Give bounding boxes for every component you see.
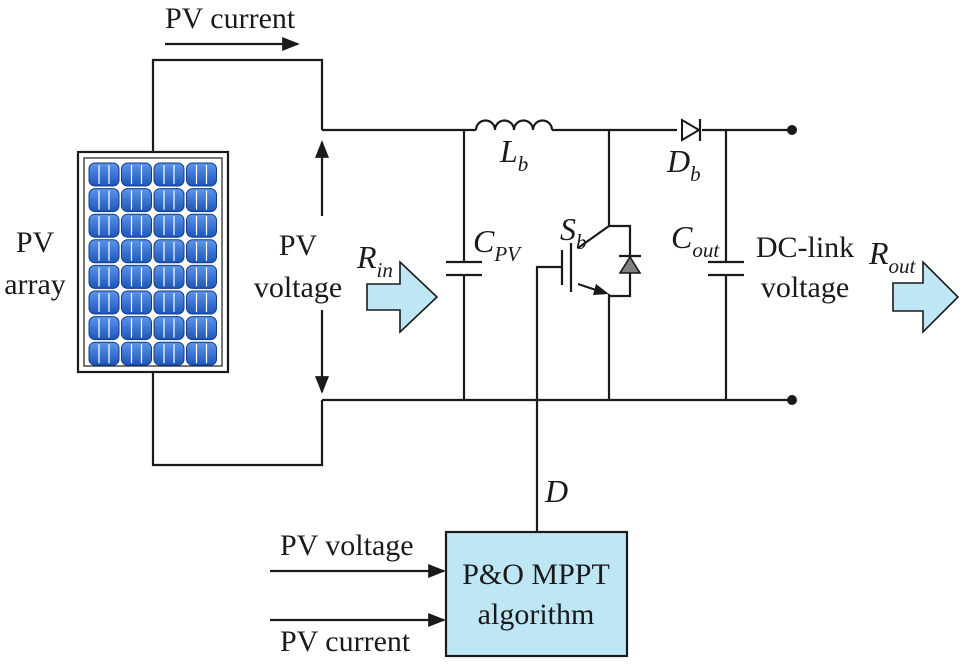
pv-array-label: PV array [4, 226, 66, 301]
inductor-label: Lb [499, 133, 528, 176]
pv-array-label-line2: array [4, 268, 66, 301]
mppt-label-line1: P&O MPPT [462, 558, 610, 591]
dc-link-label-line1: DC-link [756, 231, 854, 264]
dc-link-label-line2: voltage [761, 271, 849, 304]
diode-db: Db [666, 118, 702, 186]
diode-triangle [681, 118, 701, 142]
switch-label: Sb [560, 211, 587, 254]
r-in-symbol-sub: in [377, 258, 393, 282]
mppt-inputs: PV voltage PV current [270, 529, 446, 658]
switch-collector-diag [577, 225, 610, 249]
cout-label-sub: out [692, 238, 720, 262]
panel-cell [121, 213, 152, 238]
mppt-input-current-label: PV current [280, 625, 411, 658]
panel-cell [186, 264, 217, 289]
panel-cell [121, 316, 152, 341]
r-in-indicator: Rin [356, 239, 439, 334]
panel-cell [153, 341, 185, 366]
mppt-box [444, 530, 629, 658]
antiparallel-diode-triangle [618, 255, 642, 274]
pv-bottom-loop-wire [151, 372, 324, 467]
panel-cell [186, 316, 217, 341]
panel-cell [186, 188, 217, 213]
panel-cell [186, 239, 217, 264]
switch-gate-wire [535, 265, 562, 400]
panel-cell [88, 213, 120, 238]
r-out-indicator: Rout [868, 235, 960, 334]
inductor-label-main: L [499, 133, 518, 169]
mppt-label-line2: algorithm [478, 598, 595, 631]
capacitor-cpv: CPV [446, 130, 522, 400]
panel-cell [186, 162, 217, 187]
pv-voltage-indicator: PV voltage [254, 140, 342, 394]
panel-cell [121, 188, 152, 213]
switch-sb: Sb [535, 130, 642, 400]
panel-cell [88, 341, 120, 366]
panel-cell [121, 290, 152, 315]
top-rail [322, 125, 797, 135]
cout-label: Cout [671, 219, 720, 262]
panel-cell [88, 264, 120, 289]
inductor-coil [474, 119, 554, 131]
r-out-symbol: Rout [868, 235, 917, 278]
panel-cell [153, 239, 185, 264]
pv-array-loop [151, 58, 324, 467]
panel-cell [121, 264, 152, 289]
output-terminal-bottom [787, 395, 797, 405]
mppt-block: P&O MPPT algorithm [444, 400, 629, 658]
output-terminal-top [787, 125, 797, 135]
cpv-label-main: C [473, 223, 495, 259]
r-out-symbol-sub: out [889, 254, 917, 278]
panel-cell [153, 188, 185, 213]
cpv-label: CPV [473, 223, 522, 266]
switch-emitter-arrow [593, 284, 609, 295]
pv-current-label: PV current [165, 2, 296, 35]
panel-cells [88, 162, 217, 366]
panel-cell [153, 316, 185, 341]
diode-label: Db [666, 143, 701, 186]
bottom-rail [322, 395, 797, 405]
diode-label-main: D [666, 143, 690, 179]
panel-cell [186, 213, 217, 238]
duty-cycle-label: D [544, 473, 568, 509]
panel-cell [88, 316, 120, 341]
cpv-label-sub: PV [493, 242, 522, 266]
panel-cell [153, 162, 185, 187]
r-in-symbol: Rin [356, 239, 393, 282]
mppt-input-voltage-label: PV voltage [280, 529, 414, 562]
pv-top-loop-wire [151, 58, 324, 152]
panel-cell [121, 239, 152, 264]
diode-label-sub: b [690, 162, 701, 186]
panel-cell [88, 239, 120, 264]
inductor-label-sub: b [518, 152, 529, 176]
panel-cell [186, 290, 217, 315]
panel-cell [88, 162, 120, 187]
pv-array-label-line1: PV [16, 226, 55, 259]
panel-cell [186, 341, 217, 366]
switch-label-sub: b [576, 230, 587, 254]
r-out-arrow [892, 260, 960, 334]
dc-link-voltage-label: DC-link voltage [756, 231, 854, 304]
r-in-arrow [366, 260, 439, 334]
pv-array-panel [76, 150, 230, 374]
panel-cell [121, 341, 152, 366]
pv-voltage-label-line2: voltage [254, 271, 342, 304]
panel-cell [153, 264, 185, 289]
r-in-symbol-main: R [356, 239, 377, 275]
pv-voltage-label-line1: PV [279, 229, 318, 262]
panel-cell [88, 290, 120, 315]
panel-cell [153, 213, 185, 238]
inductor-lb: Lb [474, 119, 554, 176]
panel-cell [153, 290, 185, 315]
r-out-symbol-main: R [868, 235, 889, 271]
pv-current-indicator: PV current [165, 2, 300, 52]
capacitor-cout: Cout [671, 130, 744, 400]
panel-cell [121, 162, 152, 187]
cout-label-main: C [671, 219, 693, 255]
panel-cell [88, 188, 120, 213]
switch-label-main: S [560, 211, 576, 247]
